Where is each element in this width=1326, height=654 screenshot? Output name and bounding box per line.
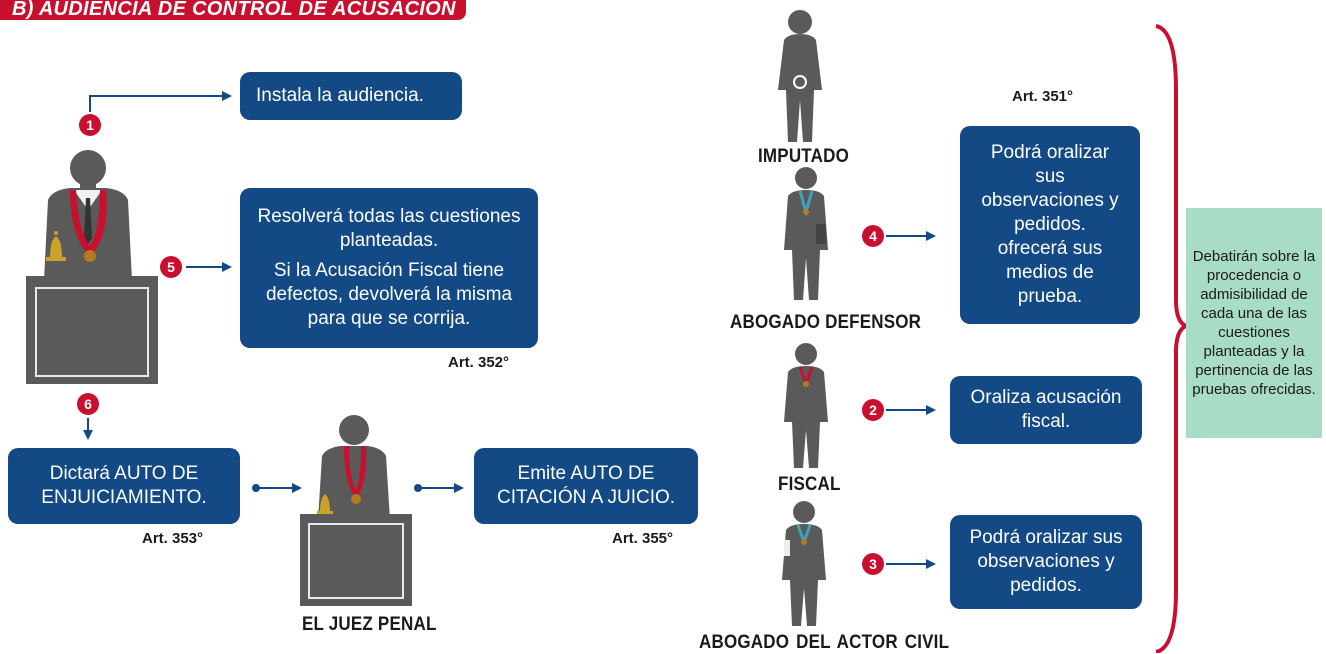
fiscal-figure [784,343,828,468]
abogado-actor-civil-figure [782,501,826,626]
box-oraliza: Oraliza acusación fiscal. [950,376,1142,444]
side-note-box: Debatirán sobre la procedencia o admisib… [1186,208,1322,438]
podium-penal [300,514,412,606]
box-resolvera: Resolverá todas las cuestiones planteada… [240,188,538,348]
label-abogado-defensor: ABOGADO DEFENSOR [730,310,922,333]
box-dictara-text: Dictará AUTO DE ENJUICIAMIENTO. [41,463,207,508]
bell-icon [46,231,66,261]
box-podra-actor: Podrá oralizar sus observaciones y pedid… [950,515,1142,609]
box-podra-defensor-text: Podrá oralizar sus observaciones y pedid… [981,142,1119,307]
box-emite: Emite AUTO DE CITACIÓN A JUICIO. [474,448,698,524]
label-juez-penal: EL JUEZ PENAL [302,612,437,635]
label-fiscal: FISCAL [778,472,841,495]
arrow-to-instala [89,91,232,112]
judge-figure-penal [318,415,390,520]
podium-main [26,276,158,384]
article-351: Art. 351° [1012,88,1074,105]
label-imputado: IMPUTADO [758,144,849,167]
article-355: Art. 355° [612,530,674,547]
step-badge-1: 1 [79,114,101,136]
box-instala-text: Instala la audiencia. [256,85,424,106]
article-353: Art. 353° [142,530,204,547]
bell-icon-2 [317,494,333,514]
side-note-text: Debatirán sobre la procedencia o admisib… [1192,248,1316,398]
step-badge-5: 5 [160,256,182,278]
box-podra-defensor: Podrá oralizar sus observaciones y pedid… [960,126,1140,324]
article-352: Art. 352° [448,354,510,371]
box-instala: Instala la audiencia. [240,72,462,120]
red-brace [1155,24,1192,653]
box-emite-text: Emite AUTO DE CITACIÓN A JUICIO. [496,463,676,508]
abogado-defensor-figure [784,167,828,300]
box-resolvera-text-2: Si la Acusación Fiscal tiene defectos, d… [265,260,513,329]
imputado-figure [778,10,822,142]
step-badge-3: 3 [862,553,884,575]
step-badge-4: 4 [862,225,884,247]
diagram-title: B) AUDIENCIA DE CONTROL DE ACUSACIÓN [0,0,466,20]
step-badge-2: 2 [862,399,884,421]
label-abogado-actor-civil: ABOGADO DEL ACTOR CIVIL [699,630,950,653]
step-badge-6: 6 [77,393,99,415]
box-oraliza-text: Oraliza acusación fiscal. [970,387,1122,432]
box-podra-actor-text: Podrá oralizar sus observaciones y pedid… [969,527,1123,596]
box-resolvera-text-1: Resolverá todas las cuestiones planteada… [257,206,521,251]
box-dictara: Dictará AUTO DE ENJUICIAMIENTO. [8,448,240,524]
